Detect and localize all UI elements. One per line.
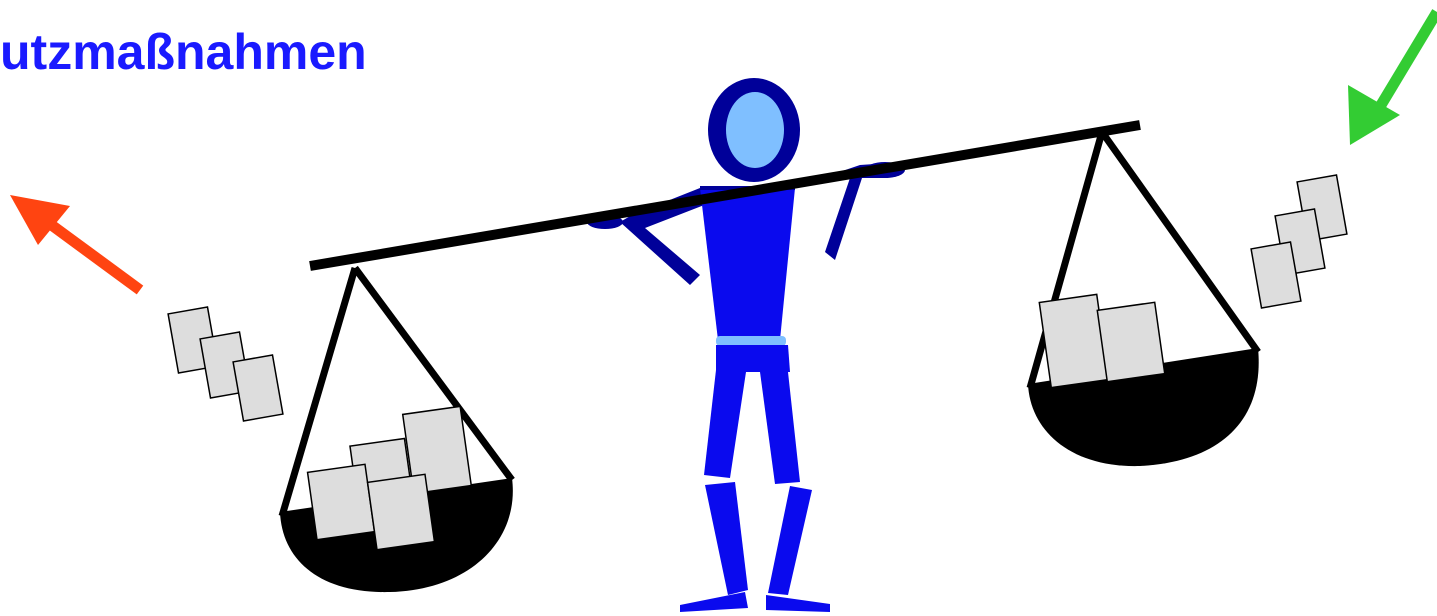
box-icon [308,464,375,539]
right-floating-boxes [1251,175,1347,308]
green-arrow-icon [1348,12,1437,145]
left-basket [280,268,513,592]
box-icon [368,474,435,549]
figure-face [726,92,784,168]
stick-figure [587,78,905,612]
box-icon [1039,294,1108,387]
box-icon [233,355,283,421]
red-arrow-icon [10,195,140,290]
right-basket [1028,132,1259,466]
left-floating-boxes [168,307,283,421]
box-icon [1097,302,1164,381]
